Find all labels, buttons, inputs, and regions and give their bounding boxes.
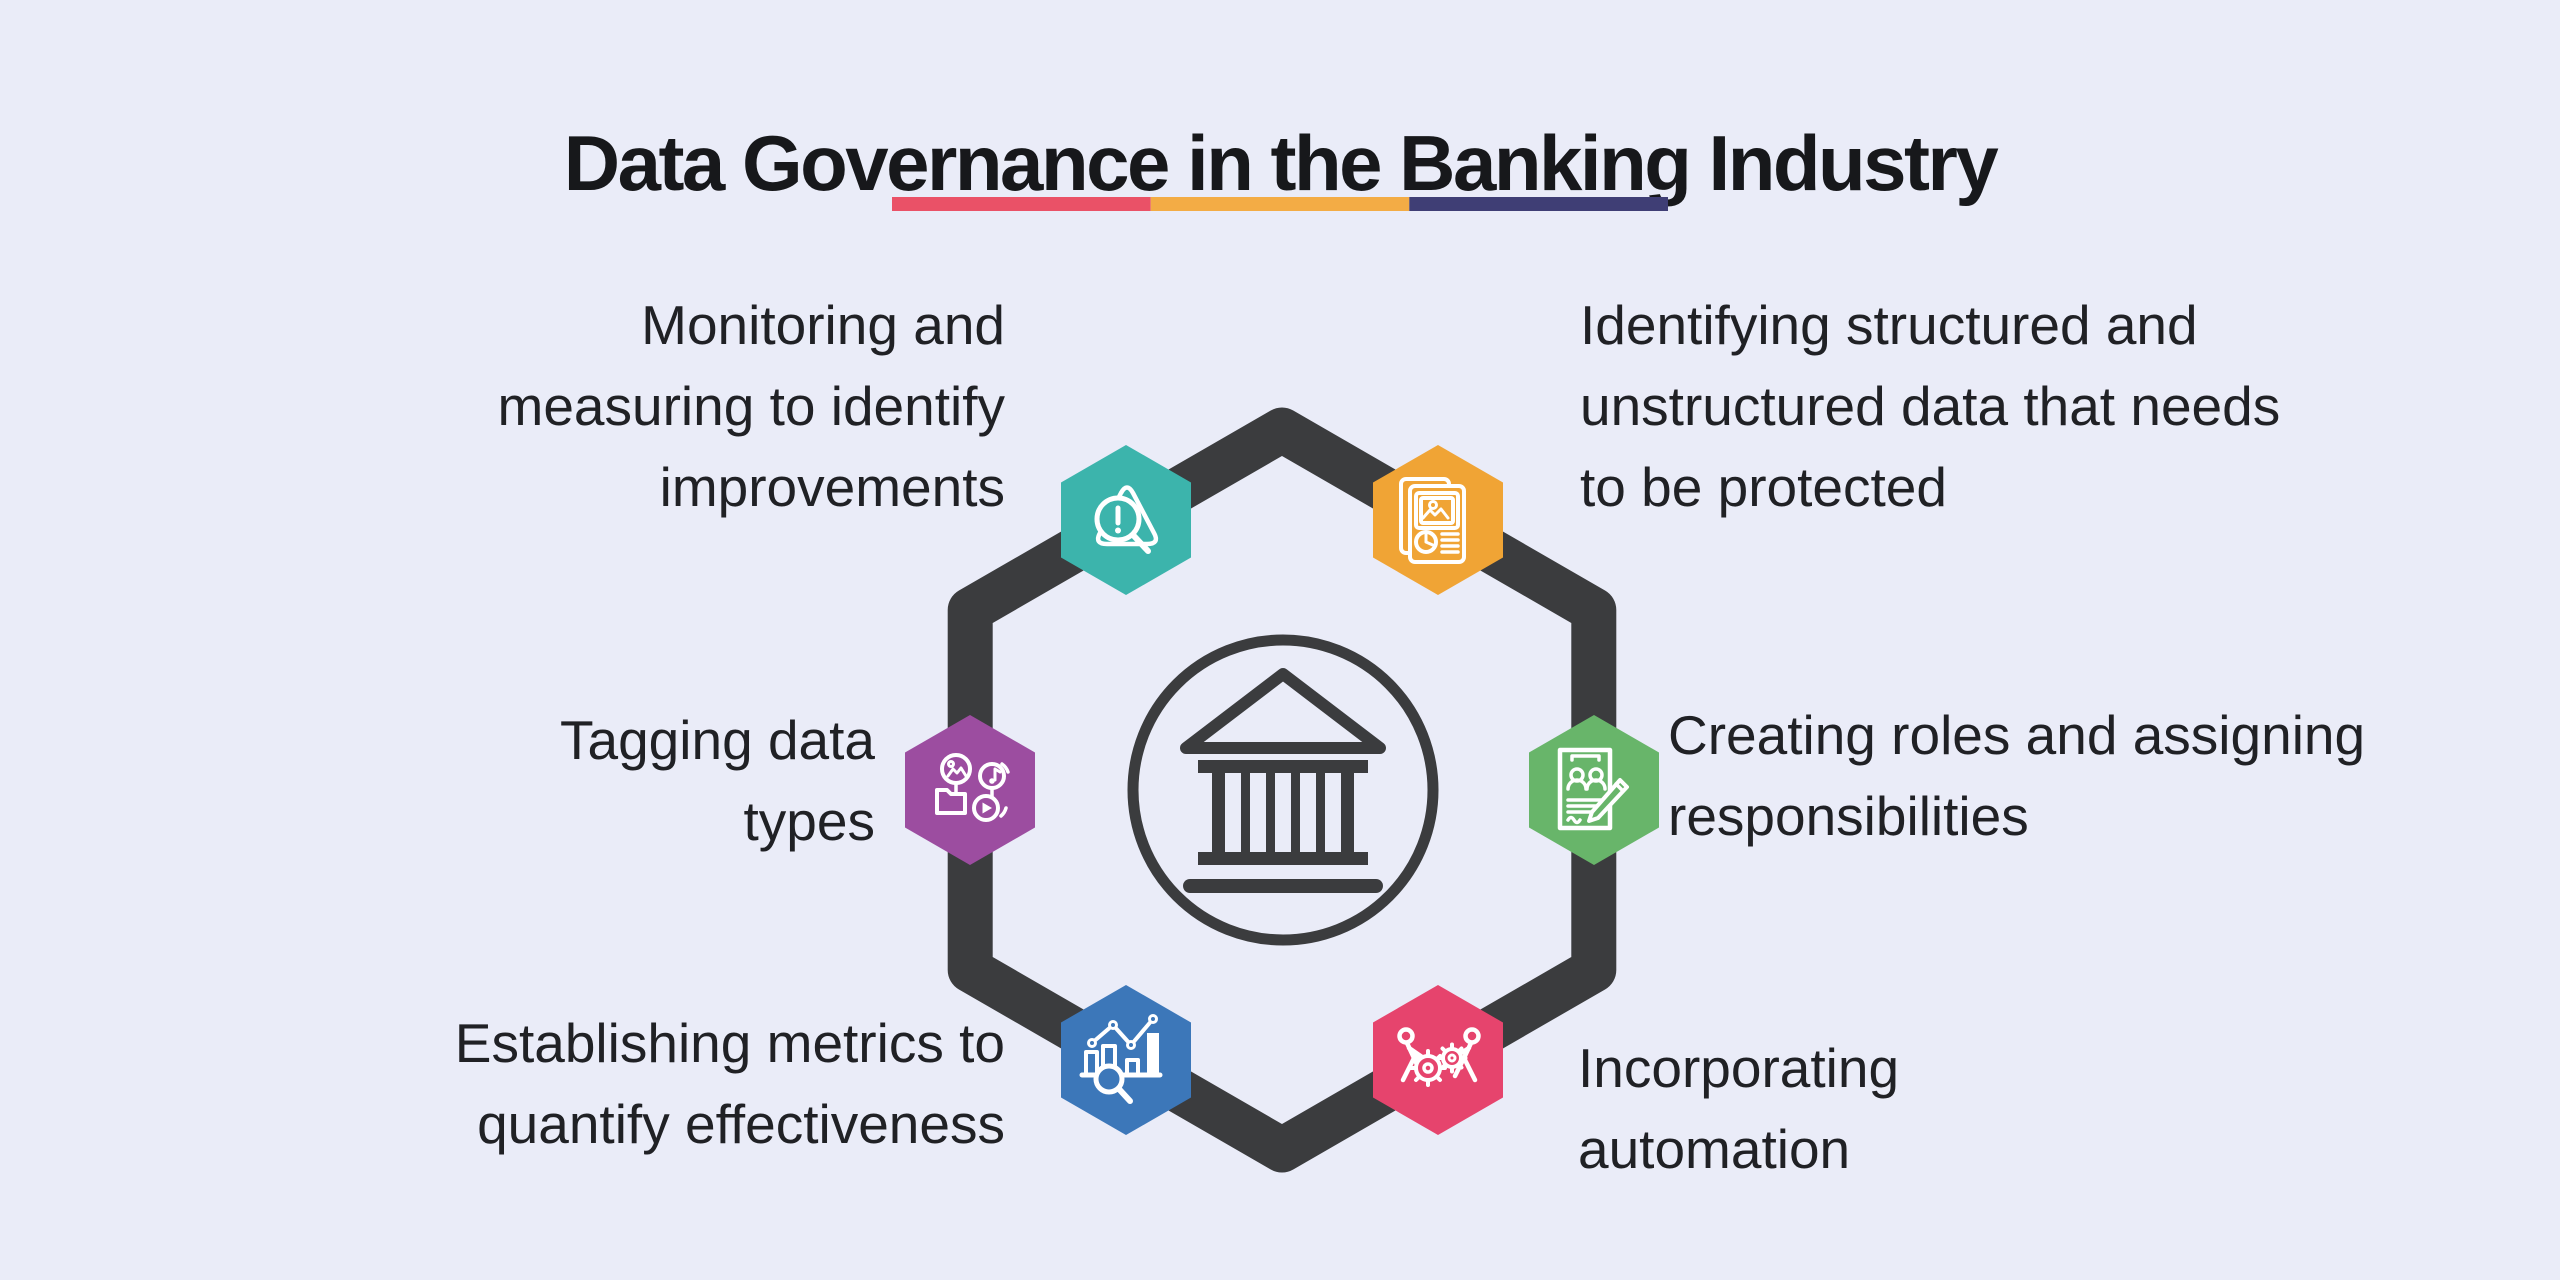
person-body (1400, 1040, 1426, 1083)
bar-outline (1125, 1058, 1140, 1077)
hexagon-ring (947, 407, 1617, 1173)
hexagon-monitoring (1061, 445, 1191, 595)
bank-column (1316, 773, 1325, 852)
page-title: Data Governance in the Banking Industry (563, 119, 1999, 208)
text-lines (1440, 532, 1460, 554)
pencil (1587, 778, 1629, 823)
photo-frame-outer (1414, 491, 1460, 530)
photo-frame-inner (1419, 496, 1455, 525)
magnifier-handle (1116, 1086, 1133, 1104)
hexagon-shape (905, 715, 1035, 865)
label-line: responsibilities (1668, 785, 2029, 847)
label-roles: Creating roles and assigning responsibil… (1668, 695, 2528, 857)
label-line: automation (1578, 1118, 1851, 1180)
label-line: Incorporating (1578, 1037, 1900, 1099)
gear-small-hub (1447, 1053, 1457, 1063)
title-accent-bar (892, 197, 1668, 211)
label-line: Monitoring and (641, 294, 1005, 356)
gear-large-hub (1422, 1062, 1434, 1074)
bar-filled (1147, 1033, 1159, 1075)
label-line: Creating roles and assigning (1668, 704, 2366, 766)
pencil-eraser-line (1614, 782, 1625, 793)
label-line: Identifying structured and (1580, 294, 2198, 356)
hexagon-metrics (1061, 985, 1191, 1135)
label-automation: Incorporating automation (1578, 1028, 2278, 1190)
warning-magnifier-icon (1094, 485, 1159, 554)
trend-dot (1126, 1040, 1136, 1050)
label-line: Establishing metrics to (454, 1012, 1005, 1074)
bracket (1570, 754, 1601, 762)
label-line: quantify effectiveness (477, 1093, 1005, 1155)
person-shoulders (1566, 778, 1588, 791)
bank-building-icon (1180, 668, 1386, 893)
person-body (1452, 1040, 1478, 1083)
music-note-stem (993, 767, 1002, 782)
label-line: measuring to identify (497, 375, 1006, 437)
trend-dot (1087, 1038, 1097, 1048)
center-circle (1127, 634, 1439, 946)
pie-slices (1424, 530, 1437, 548)
signal-arcs (999, 762, 1010, 818)
accent-segment-orange (1150, 197, 1410, 211)
photo-sun (1428, 500, 1438, 510)
media-types-icon (935, 753, 1010, 822)
trend-line (1090, 1017, 1155, 1047)
label-line: to be protected (1580, 456, 1947, 518)
metrics-chart-icon (1079, 1014, 1163, 1104)
bank-column (1241, 773, 1250, 852)
play-triangle (982, 802, 992, 814)
bank-bottom-beam (1198, 852, 1368, 865)
label-identifying: Identifying structured and unstructured … (1580, 285, 2520, 528)
trend-dot (1148, 1014, 1158, 1024)
exclamation-dot (1115, 527, 1121, 534)
signature-squiggle (1566, 815, 1582, 825)
trend-dot (1108, 1020, 1118, 1030)
bank-pediment (1180, 668, 1386, 754)
bank-column (1341, 773, 1354, 852)
bank-column (1291, 773, 1300, 852)
folder (935, 788, 967, 815)
accent-segment-red (892, 197, 1151, 211)
music-note-head (989, 778, 995, 784)
hexagon-shape (1529, 715, 1659, 865)
documents-report-icon (1399, 477, 1466, 564)
image-circle (940, 753, 972, 785)
magnifier-handle (1131, 533, 1151, 554)
hexagon-automation (1373, 985, 1503, 1135)
accent-segment-navy (1409, 197, 1668, 211)
person-shoulders (1585, 778, 1607, 791)
magnifier-lens (1093, 1063, 1125, 1095)
music-circle (978, 762, 1006, 790)
bank-column (1212, 773, 1225, 852)
photo-mountains (1421, 507, 1450, 520)
automation-people-gears-icon (1397, 1027, 1481, 1087)
label-line: types (743, 790, 875, 852)
label-line: Tagging data (560, 709, 875, 771)
label-monitoring: Monitoring and measuring to identify imp… (345, 285, 1006, 528)
gear-small-teeth (1436, 1042, 1468, 1074)
label-line: improvements (659, 456, 1005, 518)
warning-triangle (1095, 485, 1159, 547)
bar-outline (1084, 1050, 1099, 1077)
image-mountains (946, 766, 968, 778)
bank-column (1266, 773, 1275, 852)
label-line: unstructured data that needs (1580, 375, 2281, 437)
hexagon-identifying (1373, 445, 1503, 595)
hexagon-tagging (905, 715, 1035, 865)
label-metrics: Establishing metrics to quantify effecti… (345, 1003, 1005, 1165)
image-sun (947, 760, 955, 768)
bank-top-beam (1198, 760, 1368, 773)
roles-document-icon (1557, 747, 1629, 831)
label-tagging: Tagging data types (345, 700, 875, 862)
hexagon-roles (1529, 715, 1659, 865)
